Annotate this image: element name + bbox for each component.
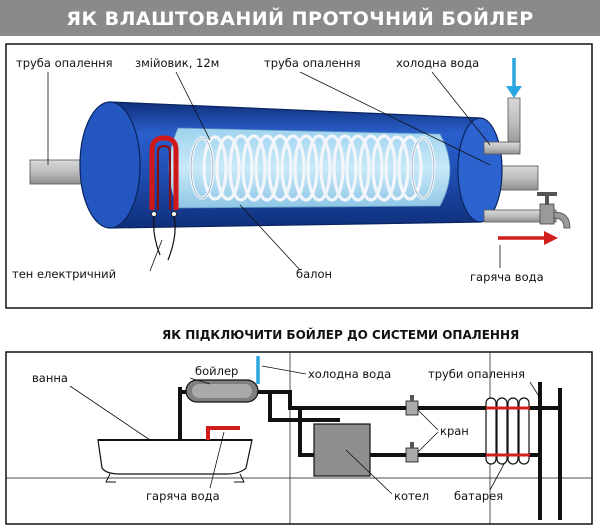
cold-water-arrow bbox=[506, 58, 522, 98]
label-heater: тен електричний bbox=[12, 267, 116, 281]
leader-valve-upper bbox=[417, 409, 439, 431]
leader-furnace bbox=[345, 449, 393, 495]
heating-pipes-black bbox=[178, 382, 562, 500]
radiator bbox=[485, 397, 530, 465]
label-cold-water-top: холодна вода bbox=[396, 56, 479, 70]
label-hot-water-bottom: гаряча вода bbox=[146, 489, 220, 503]
leader-coil bbox=[175, 71, 211, 141]
leader-cold-water-top bbox=[431, 71, 491, 146]
furnace bbox=[313, 423, 371, 477]
label-valve: кран bbox=[440, 424, 469, 438]
leader-heating-pipe-right bbox=[299, 71, 491, 166]
title-bar bbox=[0, 0, 600, 36]
label-heating-pipe-left: труба опалення bbox=[16, 56, 113, 70]
valve-lower bbox=[405, 442, 419, 463]
leader-bath bbox=[69, 385, 151, 441]
label-coil: змійовик, 12м bbox=[135, 56, 219, 70]
hot-water-pipe-bottom bbox=[206, 426, 240, 440]
cold-water-inlet bbox=[483, 97, 521, 155]
leader-heater bbox=[149, 239, 163, 272]
label-tank: балон bbox=[296, 267, 332, 281]
leader-valve-lower bbox=[417, 431, 439, 453]
label-bath: ванна bbox=[32, 371, 68, 385]
label-cold-water-bottom: холодна вода bbox=[308, 367, 391, 381]
bathtub bbox=[97, 439, 253, 483]
page-title: ЯК ВЛАШТОВАНИЙ ПРОТОЧНИЙ БОЙЛЕР bbox=[66, 7, 533, 30]
leader-boiler bbox=[189, 377, 211, 385]
leader-radiator bbox=[489, 463, 505, 491]
label-boiler: бойлер bbox=[195, 364, 238, 378]
boiler-small bbox=[185, 379, 259, 403]
label-heating-pipes: труби опалення bbox=[428, 367, 525, 381]
label-radiator: батарея bbox=[454, 489, 503, 503]
hot-water-arrow bbox=[498, 231, 558, 245]
label-heating-pipe-right: труба опалення bbox=[264, 56, 361, 70]
leader-cold-water-bottom bbox=[261, 365, 307, 375]
label-hot-water-top: гаряча вода bbox=[470, 270, 544, 284]
electric-heater bbox=[149, 135, 179, 261]
leader-heating-pipes bbox=[529, 381, 541, 399]
leader-hot-water-bottom bbox=[209, 431, 225, 489]
hot-water-tap bbox=[483, 192, 571, 229]
leader-tank bbox=[239, 204, 301, 271]
label-furnace: котел bbox=[394, 489, 429, 503]
subtitle: ЯК ПІДКЛЮЧИТИ БОЙЛЕР ДО СИСТЕМИ ОПАЛЕННЯ bbox=[162, 327, 519, 342]
valve-upper bbox=[405, 395, 419, 416]
